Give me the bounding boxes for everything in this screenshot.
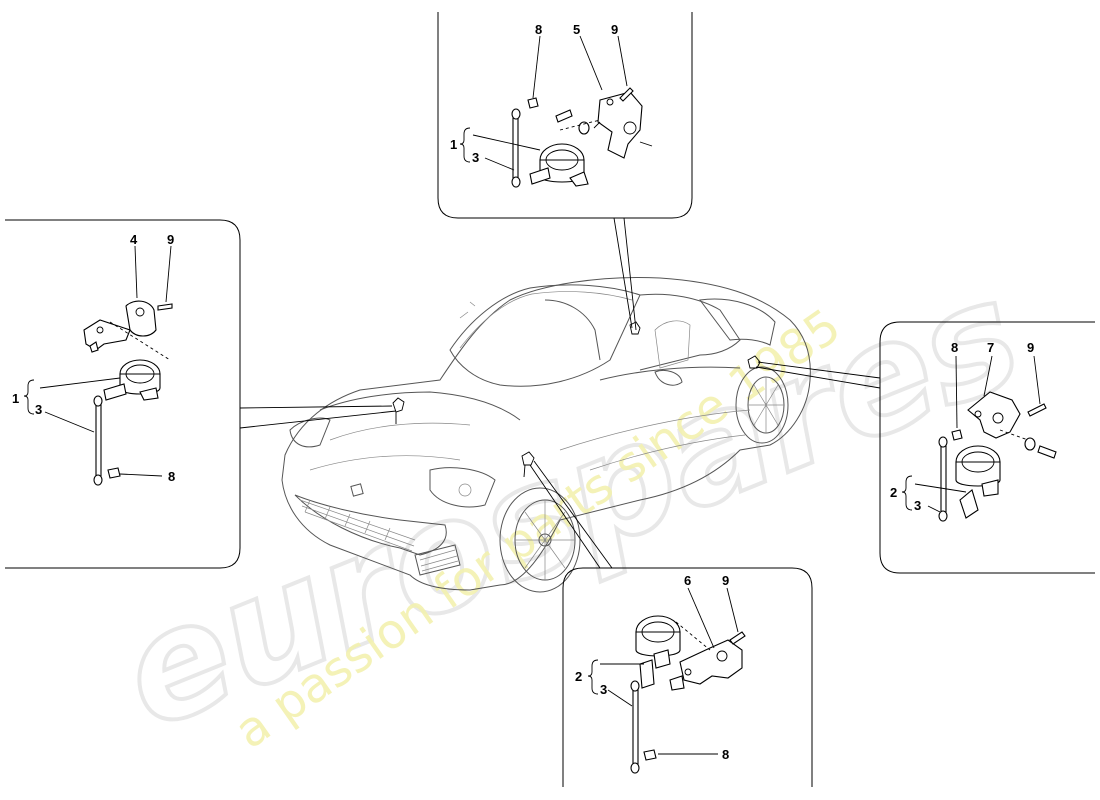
callout-3: 3	[914, 498, 921, 513]
callout-8: 8	[535, 22, 542, 37]
right-box-parts	[901, 355, 1057, 522]
callout-8: 8	[951, 340, 958, 355]
front-wheel	[499, 487, 581, 593]
sensor-marker-front-left	[392, 397, 405, 424]
callout-5: 5	[573, 22, 580, 37]
callout-6: 6	[684, 573, 691, 588]
top-box-parts	[459, 35, 653, 188]
front-grille	[299, 499, 416, 552]
callout-1: 1	[450, 137, 457, 152]
callout-2: 2	[890, 485, 897, 500]
box-leader-lines	[239, 217, 881, 569]
rear-wheel	[735, 366, 789, 444]
car-illustration	[281, 277, 811, 593]
detail-box-left	[5, 219, 241, 569]
callout-8: 8	[168, 469, 175, 484]
callout-3: 3	[600, 682, 607, 697]
callout-3: 3	[35, 402, 42, 417]
callout-1: 1	[12, 391, 19, 406]
bottom-box-parts	[587, 587, 746, 774]
callout-2: 2	[575, 669, 582, 684]
detail-box-bottom	[562, 567, 813, 787]
detail-box-right	[879, 321, 1095, 574]
callout-4: 4	[130, 232, 138, 247]
sensor-marker-rear-right	[747, 355, 761, 369]
detail-box-top	[437, 12, 693, 219]
callout-9: 9	[722, 573, 729, 588]
callout-9: 9	[611, 22, 618, 37]
callout-9: 9	[1027, 340, 1034, 355]
callout-8: 8	[722, 747, 729, 762]
callout-7: 7	[987, 340, 994, 355]
left-box-parts	[23, 245, 173, 486]
sensor-marker-front-right	[521, 451, 535, 478]
callout-3: 3	[472, 150, 479, 165]
side-vent-mesh	[419, 549, 459, 572]
callout-9: 9	[167, 232, 174, 247]
